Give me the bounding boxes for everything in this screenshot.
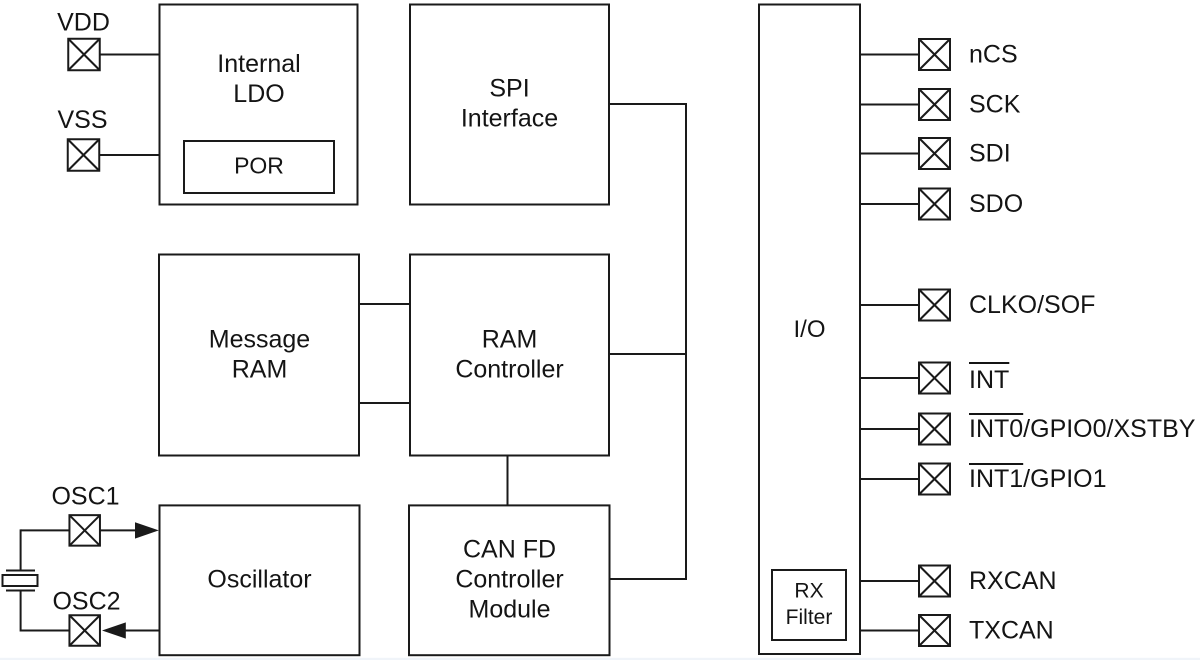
svg-text:SCK: SCK (969, 91, 1021, 119)
svg-text:Controller: Controller (455, 566, 563, 594)
svg-text:Internal: Internal (217, 50, 300, 78)
svg-text:INT1/GPIO1: INT1/GPIO1 (969, 465, 1107, 493)
svg-text:OSC2: OSC2 (52, 588, 120, 616)
svg-text:SPI: SPI (489, 75, 529, 103)
svg-text:RXCAN: RXCAN (969, 567, 1057, 595)
svg-text:SDO: SDO (969, 190, 1023, 218)
svg-text:VDD: VDD (57, 9, 110, 37)
svg-text:I/O: I/O (793, 316, 825, 343)
svg-text:POR: POR (234, 153, 284, 179)
svg-text:RAM: RAM (482, 326, 538, 354)
svg-text:Interface: Interface (461, 105, 558, 133)
svg-text:VSS: VSS (57, 106, 107, 134)
svg-text:Controller: Controller (455, 356, 563, 384)
svg-text:RX: RX (794, 580, 823, 603)
svg-text:CLKO/SOF: CLKO/SOF (969, 291, 1095, 319)
svg-text:INT0/GPIO0/XSTBY: INT0/GPIO0/XSTBY (969, 415, 1196, 443)
svg-text:Module: Module (469, 596, 551, 624)
svg-text:Filter: Filter (786, 606, 833, 629)
svg-text:OSC1: OSC1 (51, 483, 119, 511)
svg-text:nCS: nCS (969, 41, 1018, 69)
svg-text:RAM: RAM (232, 356, 288, 384)
svg-text:TXCAN: TXCAN (969, 617, 1054, 645)
svg-text:Oscillator: Oscillator (207, 566, 311, 594)
svg-text:SDI: SDI (969, 140, 1011, 168)
svg-text:Message: Message (209, 326, 310, 354)
svg-text:CAN FD: CAN FD (463, 536, 556, 564)
svg-text:INT: INT (969, 366, 1009, 394)
svg-text:LDO: LDO (233, 80, 284, 108)
